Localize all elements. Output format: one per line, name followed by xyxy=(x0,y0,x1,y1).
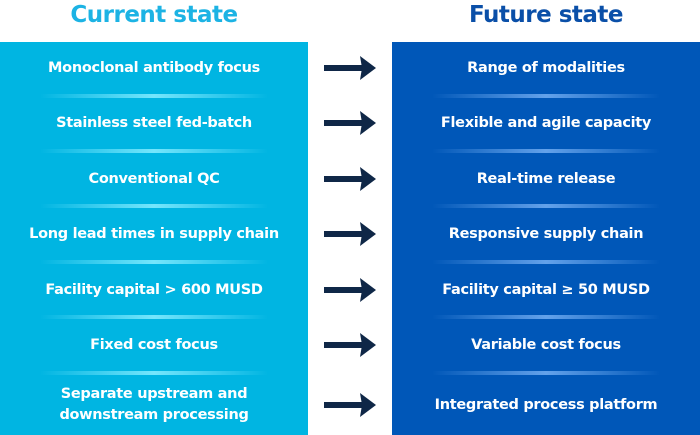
arrow-right-icon xyxy=(324,278,376,302)
arrow-right-icon xyxy=(324,393,376,417)
future-state-item: Real-time release xyxy=(476,170,616,187)
row-divider xyxy=(432,371,660,375)
row-divider xyxy=(432,94,660,98)
row-divider xyxy=(432,204,660,208)
current-state-item: Monoclonal antibody focus xyxy=(48,59,260,76)
row-divider xyxy=(40,260,268,264)
row-divider xyxy=(432,149,660,153)
future-state-item: Facility capital ≥ 50 MUSD xyxy=(442,281,650,298)
row-divider xyxy=(432,315,660,319)
row-divider xyxy=(40,94,268,98)
arrow-right-icon xyxy=(324,111,376,135)
current-state-item: Stainless steel fed-batch xyxy=(56,114,252,131)
row-divider xyxy=(40,149,268,153)
current-state-item: Separate upstream and downstream process… xyxy=(59,386,249,423)
future-state-item: Responsive supply chain xyxy=(448,225,644,242)
future-state-item: Range of modalities xyxy=(467,59,625,76)
row-divider xyxy=(40,371,268,375)
arrow-right-icon xyxy=(324,167,376,191)
future-state-item: Flexible and agile capacity xyxy=(440,114,652,131)
future-state-heading: Future state xyxy=(468,2,624,28)
current-state-item: Conventional QC xyxy=(88,170,220,187)
arrow-right-icon xyxy=(324,56,376,80)
arrow-right-icon xyxy=(324,333,376,357)
future-state-item: Integrated process platform xyxy=(434,396,658,413)
row-divider xyxy=(432,260,660,264)
current-state-heading: Current state xyxy=(70,2,238,28)
future-state-item: Variable cost focus xyxy=(471,336,621,353)
current-state-item: Long lead times in supply chain xyxy=(29,225,279,242)
row-divider xyxy=(40,315,268,319)
row-divider xyxy=(40,204,268,208)
arrow-right-icon xyxy=(324,222,376,246)
current-state-item: Fixed cost focus xyxy=(90,336,218,353)
current-state-item: Facility capital > 600 MUSD xyxy=(45,281,263,298)
